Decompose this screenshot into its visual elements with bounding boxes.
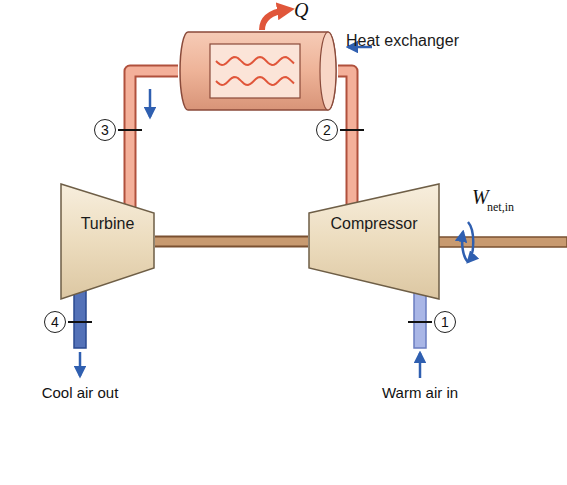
flow-arrow — [419, 353, 422, 378]
compressor-outline — [308, 183, 440, 300]
rotation-arrow — [468, 222, 473, 262]
work-subscript: net,in — [487, 200, 514, 215]
node-label: Heat exchanger — [346, 32, 459, 50]
heat-arrow — [262, 10, 286, 30]
pipe-connector — [338, 47, 372, 213]
heat-exchanger: Heat exchanger — [178, 30, 338, 112]
heat-coil — [216, 77, 294, 85]
node-label: Turbine — [81, 215, 135, 233]
turbine-body — [61, 184, 154, 299]
station-tick — [118, 129, 142, 131]
heat-symbol: Q — [294, 0, 308, 22]
pipe-outline — [338, 71, 352, 213]
node-label: Compressor — [330, 215, 417, 233]
flow-arrow — [79, 352, 82, 376]
callout-number: 1 — [434, 311, 456, 333]
rotation-arrow — [462, 232, 468, 262]
shaft-body — [155, 238, 308, 246]
shaft — [155, 241, 308, 242]
exchanger-window — [210, 44, 300, 98]
flow-arrow — [149, 89, 152, 117]
pipe-body — [338, 71, 352, 213]
heat-coil — [216, 57, 294, 65]
callout-number: 3 — [94, 119, 116, 141]
station-tick — [340, 129, 364, 131]
callout-number: 4 — [44, 311, 66, 333]
heat-exchanger-outline — [178, 30, 338, 112]
station-tick — [68, 321, 92, 323]
compressor: Compressor — [308, 183, 440, 300]
cylinder-end — [320, 32, 336, 110]
turbine: Turbine — [60, 183, 155, 300]
callout-number: 2 — [316, 119, 338, 141]
station-tick — [408, 321, 432, 323]
pipe-body — [130, 71, 178, 211]
pipe-connector — [130, 71, 178, 211]
cylinder-shell — [180, 32, 336, 110]
flow-caption: Warm air in — [380, 384, 460, 402]
pipe-outline — [130, 71, 178, 211]
compressor-body — [309, 184, 439, 299]
work-symbol: W — [472, 186, 489, 209]
flow-caption: Cool air out — [40, 384, 120, 402]
shaft-outline — [155, 236, 308, 248]
shaft — [438, 237, 567, 247]
turbine-outline — [60, 183, 155, 300]
